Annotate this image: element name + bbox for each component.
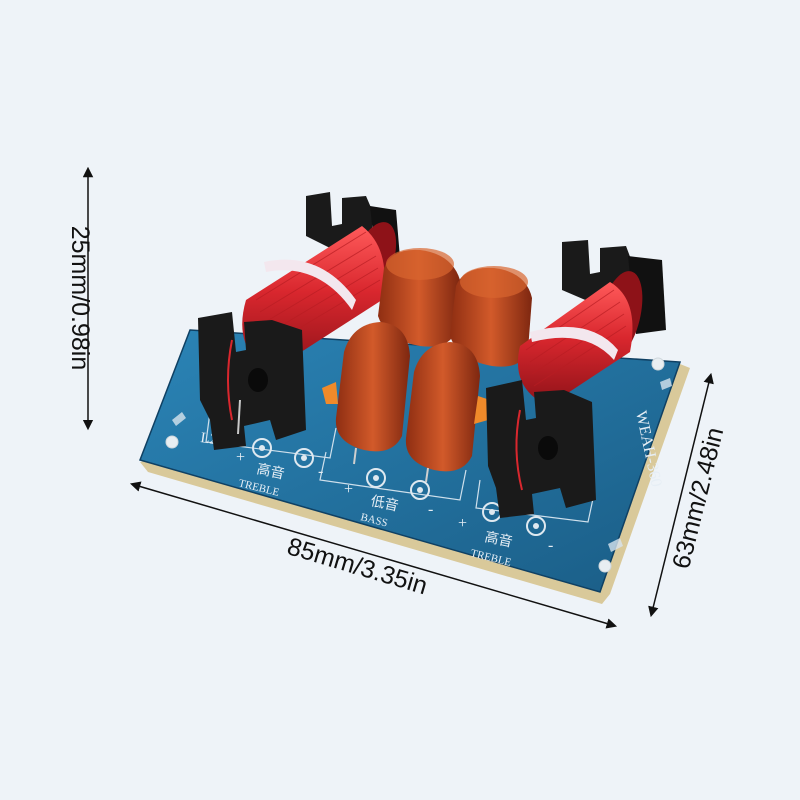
height-label: 25mm/0.98in	[66, 226, 94, 371]
plus-sign: +	[458, 515, 467, 532]
minus-sign: -	[548, 537, 553, 554]
plus-sign: +	[344, 481, 353, 498]
capacitor-back-left	[378, 248, 460, 347]
terminal-cn-label: 低音	[369, 492, 400, 514]
minus-sign: -	[428, 501, 433, 518]
terminal-cn-label: 高音	[483, 528, 514, 550]
capacitor-front-left	[322, 322, 410, 465]
plus-sign: +	[236, 449, 245, 466]
capacitor-front-right	[405, 342, 490, 483]
screw-icon	[172, 412, 186, 426]
dimension-height: 25mm/0.98in	[66, 166, 94, 431]
terminal-cn-label: 高音	[255, 460, 286, 482]
screw-icon	[660, 378, 672, 390]
capacitor-back-right	[450, 266, 532, 367]
width-label: 63mm/2.48in	[667, 425, 729, 572]
minus-sign: -	[318, 463, 323, 480]
inductor-left	[198, 192, 400, 450]
inductor-right	[486, 240, 666, 518]
screw-icon	[608, 538, 623, 552]
